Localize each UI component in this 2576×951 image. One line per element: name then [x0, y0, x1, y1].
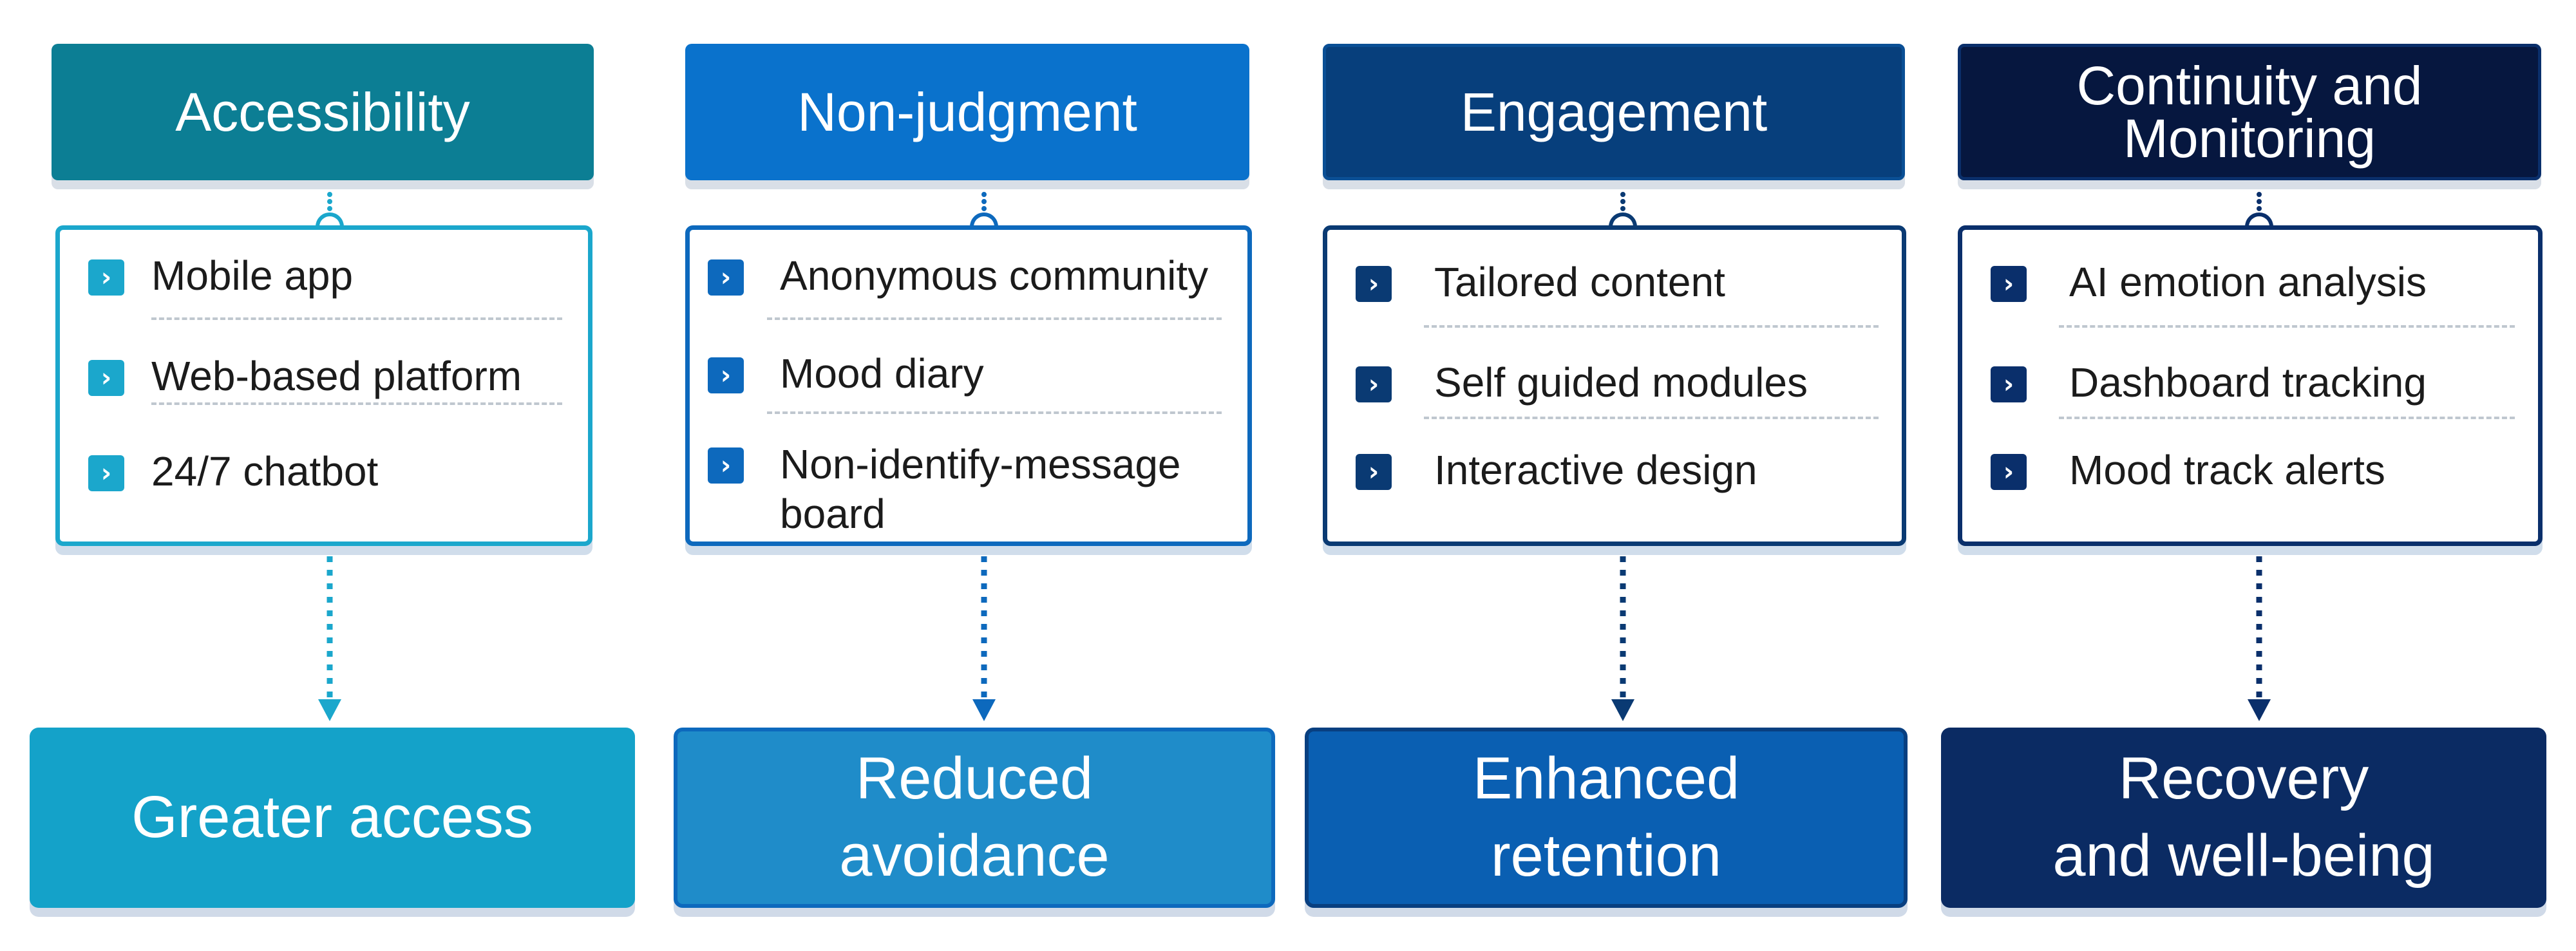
item-text: Anonymous community — [780, 252, 1209, 299]
header-title-line: Monitoring — [2123, 108, 2376, 169]
chevron-right-icon: › — [708, 447, 744, 484]
outcome-greater-access: Greater access — [30, 728, 635, 908]
chevron-right-icon: › — [708, 357, 744, 393]
outcome-line: Greater access — [131, 784, 533, 851]
item-text: Mood diary — [780, 350, 984, 397]
item-text: Dashboard tracking — [2069, 359, 2427, 406]
outcome-enhanced-retention: Enhanced retention — [1305, 728, 1908, 908]
outcome-recovery-well-being: Recovery and well-being — [1941, 728, 2546, 908]
item-text: Mobile app — [151, 252, 354, 299]
list-item: › AI emotion analysis — [1962, 249, 2538, 314]
divider — [151, 402, 562, 405]
divider — [151, 317, 562, 320]
chevron-right-icon: › — [708, 259, 744, 296]
chevron-right-icon: › — [1991, 366, 2027, 402]
arrow-down-icon — [972, 556, 996, 721]
connector-dots — [327, 192, 332, 211]
divider — [767, 411, 1222, 414]
outcome-line: retention — [1490, 823, 1721, 889]
header-title-line: Continuity and — [2076, 55, 2423, 116]
list-item: › Mobile app — [60, 243, 588, 307]
chevron-right-icon: › — [1356, 266, 1392, 302]
item-text: Interactive design — [1434, 447, 1757, 493]
arrow-down-icon — [2248, 556, 2271, 721]
list-item: › Anonymous community — [690, 243, 1247, 307]
list-item: › Dashboard tracking — [1962, 350, 2538, 414]
header-non-judgment: Non-judgment — [685, 44, 1249, 180]
list-item: › Tailored content — [1327, 249, 1902, 314]
arrow-down-icon — [1611, 556, 1634, 721]
outcome-reduced-avoidance: Reduced avoidance — [674, 728, 1275, 908]
outcome-line: Reduced — [855, 746, 1094, 812]
list-item: › Interactive design — [1327, 437, 1902, 502]
chevron-right-icon: › — [88, 455, 124, 491]
item-text: Web-based platform — [151, 353, 522, 399]
connector-dots — [1620, 192, 1625, 211]
connector-dots — [981, 192, 987, 211]
item-box-engagement: › Tailored content › Self guided modules… — [1323, 225, 1906, 546]
divider — [767, 317, 1222, 320]
item-box-continuity: › AI emotion analysis › Dashboard tracki… — [1958, 225, 2543, 546]
divider — [2059, 325, 2515, 328]
divider — [1424, 325, 1879, 328]
header-engagement: Engagement — [1323, 44, 1905, 180]
chevron-right-icon: › — [1991, 266, 2027, 302]
item-text: 24/7 chatbot — [151, 448, 379, 494]
chevron-right-icon: › — [1356, 366, 1392, 402]
arrow-down-icon — [318, 556, 341, 721]
header-title-line: Accessibility — [175, 82, 470, 142]
divider — [1424, 417, 1879, 419]
outcome-line: Recovery — [2118, 746, 2369, 812]
divider — [2059, 417, 2515, 419]
chevron-right-icon: › — [88, 259, 124, 296]
item-text: Self guided modules — [1434, 359, 1808, 406]
item-text: Mood track alerts — [2069, 447, 2385, 493]
header-title-line: Engagement — [1460, 82, 1768, 142]
outcome-line: and well-being — [2052, 823, 2435, 889]
item-text: AI emotion analysis — [2069, 259, 2427, 305]
chevron-right-icon: › — [88, 360, 124, 396]
list-item: › Mood track alerts — [1962, 437, 2538, 502]
item-text: Non-identify-message board — [780, 441, 1181, 537]
header-accessibility: Accessibility — [52, 44, 594, 180]
item-box-accessibility: › Mobile app › Web-based platform › 24/7… — [55, 225, 592, 546]
chevron-right-icon: › — [1356, 454, 1392, 490]
item-box-non-judgment: › Anonymous community › Mood diary › Non… — [685, 225, 1252, 546]
outcome-line: avoidance — [839, 823, 1110, 889]
list-item: › Web-based platform — [60, 343, 588, 408]
outcome-line: Enhanced — [1472, 746, 1740, 812]
list-item: › Mood diary — [690, 341, 1247, 405]
list-item: › Self guided modules — [1327, 350, 1902, 414]
connector-dots — [2257, 192, 2262, 211]
header-title-line: Non-judgment — [797, 82, 1137, 142]
item-text: Tailored content — [1434, 259, 1725, 305]
chevron-right-icon: › — [1991, 454, 2027, 490]
header-continuity-monitoring: Continuity and Monitoring — [1958, 44, 2541, 180]
list-item: › Non-identify-message board — [690, 431, 1247, 537]
list-item: › 24/7 chatbot — [60, 438, 588, 503]
